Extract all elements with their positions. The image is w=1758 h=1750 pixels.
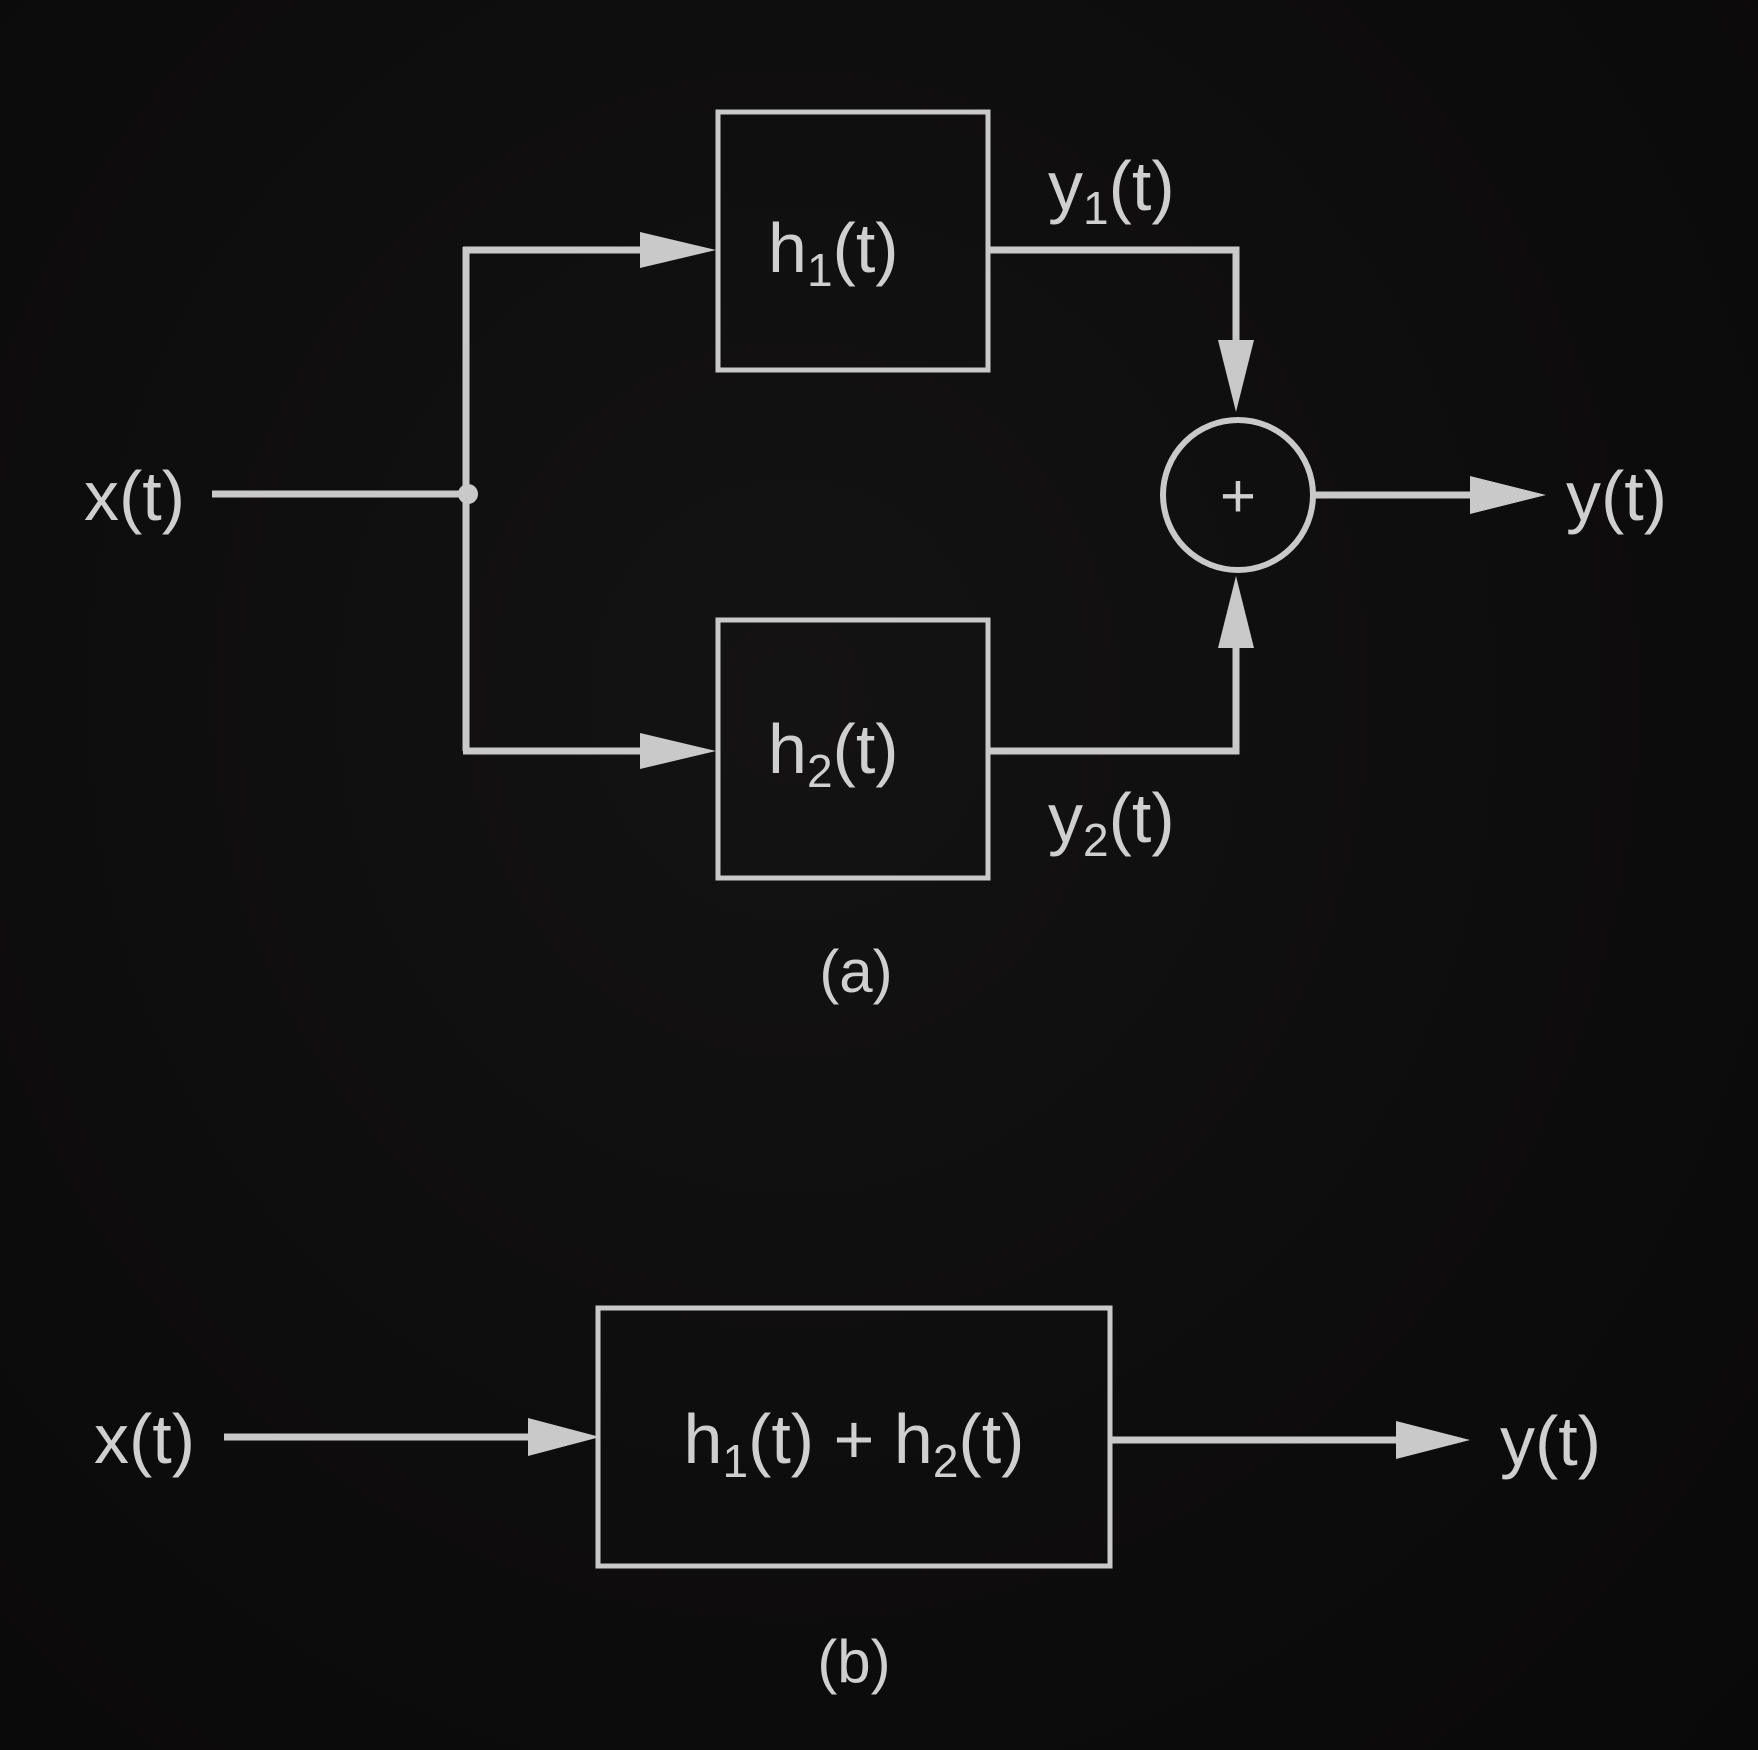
arrow-output-a xyxy=(1470,476,1546,514)
y2-label: y2(t) xyxy=(1048,779,1175,866)
input-label-b: x(t) xyxy=(94,1400,195,1478)
summer-plus-sign: + xyxy=(1220,462,1256,531)
y2-wire xyxy=(988,636,1240,755)
block-h1-label: h1(t) xyxy=(768,209,899,296)
block-h1 xyxy=(715,109,991,373)
output-label-a: y(t) xyxy=(1566,457,1667,535)
arrow-input-b xyxy=(528,1418,600,1456)
arrow-to-h1 xyxy=(640,232,716,268)
input-label-a: x(t) xyxy=(84,457,185,535)
arrow-to-h2 xyxy=(640,733,716,769)
y1-label: y1(t) xyxy=(1048,147,1175,234)
arrow-output-b xyxy=(1396,1421,1470,1459)
arrow-y2-to-summer xyxy=(1218,576,1254,648)
figure-a: x(t) h1(t) h2(t) y1(t) y2(t) + y(t) xyxy=(84,109,1667,1005)
block-h1-plus-h2-label: h1(t) + h2(t) xyxy=(684,1400,1025,1487)
arrow-y1-to-summer xyxy=(1218,340,1254,412)
y1-wire xyxy=(988,246,1240,352)
figure-b: x(t) h1(t) + h2(t) y(t) (b) xyxy=(94,1305,1601,1695)
output-label-b: y(t) xyxy=(1500,1402,1601,1480)
block-h2-label: h2(t) xyxy=(768,710,899,797)
caption-a: (a) xyxy=(819,938,892,1005)
caption-b: (b) xyxy=(817,1628,890,1695)
